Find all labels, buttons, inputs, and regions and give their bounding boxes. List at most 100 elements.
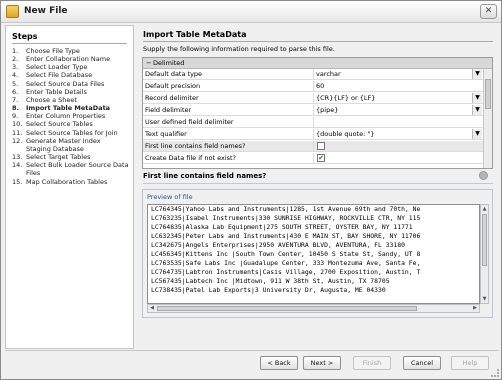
property-row[interactable]: First line contains field names? — [143, 141, 483, 152]
property-value-cell[interactable] — [313, 117, 482, 127]
step-label: Select Source Tables for Join — [26, 128, 118, 137]
step-label: Choose File Type — [26, 47, 80, 55]
property-row[interactable]: Default precision 60 — [143, 81, 483, 92]
step-item: 2.Enter Collaboration Name — [12, 55, 132, 63]
step-item: 5.Select Source Data Files — [12, 80, 132, 88]
property-checkbox[interactable] — [317, 142, 325, 150]
property-value-cell[interactable]: varchar ▼ — [313, 69, 482, 79]
step-number: 7. — [12, 95, 19, 104]
preview-textarea[interactable]: LC764345|Yahoo Labs and Instruments|1285… — [147, 204, 480, 304]
property-row[interactable]: Create Data file if not exist? ✔ — [143, 153, 483, 164]
steps-divider — [12, 43, 127, 44]
step-label: Map Collaboration Tables — [26, 177, 108, 186]
step-item: 15.Map Collaboration Tables — [12, 178, 132, 186]
property-value: 60 — [316, 82, 325, 90]
preview-line: LC738435|Patel Lab Exports|3 University … — [151, 286, 386, 294]
scroll-thumb[interactable] — [482, 214, 487, 266]
property-row[interactable]: User defined field delimiter — [143, 117, 483, 128]
property-scrollbar[interactable] — [483, 69, 492, 168]
step-number: 9. — [12, 112, 19, 121]
step-label: Select Source Tables — [26, 120, 93, 129]
preview-vertical-scrollbar[interactable]: ▲ ▼ — [480, 204, 489, 304]
property-value-cell[interactable]: {pipe} ▼ — [313, 105, 482, 115]
delimited-group-header[interactable]: −Delimited — [143, 58, 492, 69]
preview-line: LC764835|Alaska Lab Equipment|275 SOUTH … — [151, 223, 413, 231]
property-value: varchar — [316, 70, 341, 78]
collapse-icon[interactable]: − — [146, 59, 152, 67]
step-item: 11.Select Source Tables for Join — [12, 129, 132, 137]
step-number — [12, 169, 26, 177]
back-button[interactable]: < Back — [260, 356, 298, 370]
dropdown-arrow-icon[interactable]: ▼ — [472, 105, 482, 115]
preview-label: Preview of file — [147, 193, 193, 201]
scroll-right-icon[interactable]: ▶ — [473, 305, 477, 311]
property-value-cell[interactable]: ✔ — [313, 153, 482, 163]
close-button[interactable]: ✕ — [480, 4, 497, 19]
property-name: Create Data file if not exist? — [145, 154, 237, 162]
scroll-down-icon[interactable]: ▼ — [482, 296, 487, 302]
step-item: 6.Enter Table Details — [12, 88, 132, 96]
title-divider — [143, 41, 493, 42]
description-title: First line contains field names? — [143, 172, 267, 180]
button-bar-divider — [5, 350, 499, 351]
property-row[interactable]: Record delimiter{CR}{LF} or {LF}▼ — [143, 93, 483, 104]
preview-panel: Preview of file LC764345|Yahoo Labs and … — [142, 189, 493, 318]
step-label: Select Target Tables — [26, 153, 91, 162]
help-button[interactable]: Help — [451, 356, 489, 370]
next-button[interactable]: Next > — [303, 356, 341, 370]
instruction-text: Supply the following information require… — [143, 45, 335, 53]
property-name: User defined field delimiter — [145, 118, 234, 126]
preview-line: LC456345|Kittens Inc |South Town Center,… — [151, 250, 421, 258]
step-item: 1.Choose File Type — [12, 47, 132, 55]
property-value-cell[interactable]: {double quote: "}▼ — [313, 129, 482, 139]
property-value-cell[interactable]: 60 — [313, 81, 482, 91]
cancel-button[interactable]: Cancel — [403, 356, 441, 370]
dropdown-arrow-icon[interactable]: ▼ — [472, 129, 482, 139]
finish-button[interactable]: Finish — [353, 356, 391, 370]
step-item: 12.Generate Master Index — [12, 137, 132, 145]
property-row[interactable]: Field delimiter{pipe}▼ — [143, 105, 483, 116]
preview-line: LC342675|Angels Enterprises|2950 AVENTUR… — [151, 241, 405, 249]
property-value-cell[interactable] — [313, 141, 482, 151]
window-title: New File — [24, 6, 68, 16]
dropdown-arrow-icon[interactable]: ▼ — [472, 93, 482, 103]
property-name: First line contains field names? — [145, 142, 246, 150]
page-title: Import Table MetaData — [143, 30, 247, 39]
scroll-up-icon[interactable]: ▲ — [482, 206, 487, 212]
step-label: Enter Column Properties — [26, 112, 106, 121]
step-number: 11. — [12, 128, 23, 137]
scroll-left-icon[interactable]: ◀ — [150, 305, 154, 311]
property-value: {pipe} — [316, 106, 339, 114]
step-label: Select File Database — [26, 71, 93, 80]
resize-grip-icon[interactable] — [491, 369, 499, 377]
preview-line: LC567435|Labtech Inc |Midtown, 911 W 38t… — [151, 277, 390, 285]
scroll-thumb[interactable] — [485, 79, 491, 109]
step-label: Select Bulk Loader Source Data — [26, 161, 129, 170]
step-number: 13. — [12, 153, 23, 162]
dropdown-arrow-icon[interactable]: ▼ — [472, 69, 482, 79]
step-number: 4. — [12, 71, 19, 80]
step-item: 3.Select Loader Type — [12, 63, 132, 71]
property-checkbox[interactable]: ✔ — [317, 154, 325, 162]
steps-title: Steps — [12, 32, 38, 41]
step-number: 3. — [12, 63, 19, 72]
property-row[interactable]: Text qualifier{double quote: "}▼ — [143, 129, 483, 140]
step-number: 10. — [12, 120, 23, 129]
scroll-thumb[interactable] — [157, 306, 417, 311]
property-name: Default precision — [145, 82, 201, 90]
property-value-cell[interactable]: {CR}{LF} or {LF}▼ — [313, 93, 482, 103]
preview-horizontal-scrollbar[interactable]: ◀ ▶ — [147, 304, 480, 313]
step-label: Enter Collaboration Name — [26, 55, 111, 64]
step-number: 14. — [12, 161, 23, 170]
group-label: Delimited — [153, 59, 185, 67]
preview-line: LC632345|Peter Labs and Instruments|430 … — [151, 232, 421, 240]
title-bar[interactable]: New File ✕ — [1, 1, 501, 23]
preview-line: LC763235|Isabel Instruments|330 SUNRISE … — [151, 214, 421, 222]
step-number: 5. — [12, 79, 19, 88]
step-label: Choose a Sheet — [26, 95, 77, 104]
step-item: 14.Select Bulk Loader Source Data — [12, 161, 132, 169]
